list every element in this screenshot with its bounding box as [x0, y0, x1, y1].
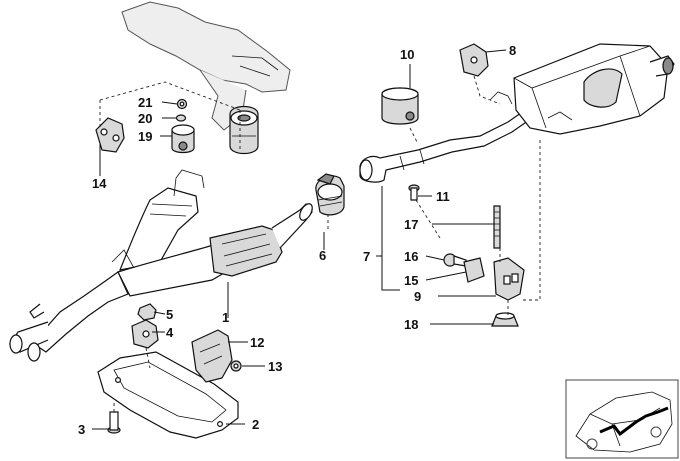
bolt-11 [408, 184, 420, 201]
hanger-4 [131, 319, 159, 349]
rear-hanger-guides [415, 140, 541, 316]
callout-18: 18 [404, 317, 418, 332]
callout-16: 16 [404, 249, 418, 264]
nut-21 [176, 98, 188, 110]
callout-12: 12 [250, 335, 264, 350]
callout-11: 11 [436, 189, 450, 204]
front-exhaust-pipe-1 [9, 169, 313, 362]
callout-20: 20 [138, 111, 152, 126]
callout-13: 13 [268, 359, 282, 374]
nut-5 [137, 303, 157, 321]
mount-group-outline [99, 81, 241, 150]
stud-17 [493, 205, 501, 249]
rubber-mount-10 [381, 87, 419, 125]
callout-5: 5 [166, 307, 173, 322]
callout-10: 10 [400, 47, 414, 62]
hanger-9 [493, 257, 525, 301]
grommet-18 [491, 312, 519, 327]
callout-1: 1 [222, 310, 229, 325]
callout-6: 6 [319, 248, 326, 263]
engine-mount-assembly [121, 1, 291, 155]
callout-7: 7 [363, 249, 370, 264]
bolt-3 [107, 411, 121, 434]
callout-8: 8 [509, 43, 516, 58]
callout-14: 14 [92, 176, 107, 191]
clamp-6 [315, 173, 345, 216]
bracket-14 [95, 117, 125, 153]
leader-lines [92, 49, 507, 430]
callout-9: 9 [414, 289, 421, 304]
nut-13 [230, 360, 242, 372]
rear-silencer [359, 43, 675, 183]
bracket-15 [463, 257, 485, 283]
callout-21: 21 [138, 95, 152, 110]
callout-19: 19 [138, 129, 152, 144]
callout-17: 17 [404, 217, 418, 232]
washer-20 [175, 114, 187, 122]
bracket-8 [459, 43, 489, 77]
callout-4: 4 [166, 325, 174, 340]
callout-2: 2 [252, 417, 259, 432]
rubber-mount-19 [171, 124, 195, 154]
bracket-12 [191, 329, 233, 383]
callout-3: 3 [78, 422, 85, 437]
bolt-16 [443, 253, 467, 267]
callout-labels: 1 2 3 4 5 6 7 8 9 10 11 12 13 14 15 16 1… [78, 43, 516, 437]
vehicle-locator-thumbnail [565, 379, 679, 459]
callout-15: 15 [404, 273, 418, 288]
